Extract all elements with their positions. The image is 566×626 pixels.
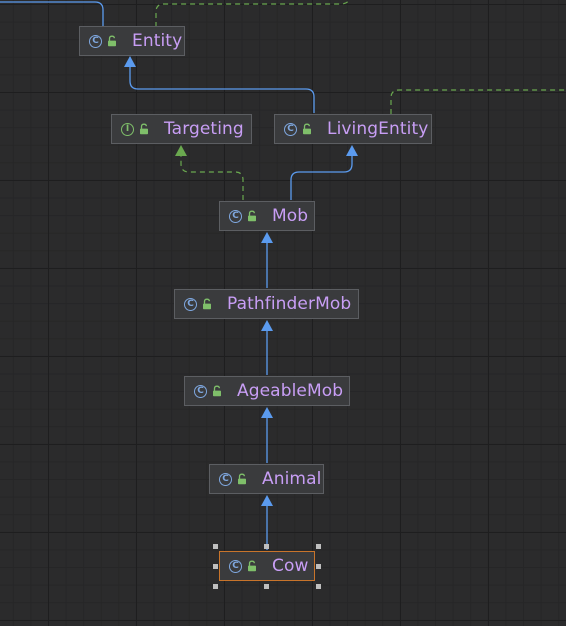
- arrowhead-pathfinder-mob: [261, 320, 273, 331]
- interface-node-targeting[interactable]: I Targeting: [111, 114, 252, 144]
- public-lock-icon: [213, 385, 221, 397]
- public-lock-icon: [238, 473, 246, 485]
- node-label: Targeting: [164, 119, 244, 139]
- node-label: Mob: [272, 206, 309, 226]
- class-icon: C: [184, 297, 197, 311]
- edge-living-entity-to-offscreen-interface: [390, 89, 566, 114]
- edge-mob-implements-targeting: [180, 156, 244, 200]
- arrowhead-ageable-mob: [261, 407, 273, 418]
- resize-handle-bottom-center[interactable]: [264, 584, 269, 589]
- arrowhead-entity: [124, 56, 136, 67]
- class-icon: C: [229, 559, 242, 573]
- public-lock-icon: [303, 123, 311, 135]
- arrowhead-targeting: [175, 145, 187, 156]
- class-node-mob[interactable]: C Mob: [219, 201, 315, 231]
- class-node-entity[interactable]: C Entity: [79, 26, 185, 56]
- public-lock-icon: [248, 210, 256, 222]
- resize-handle-bottom-left[interactable]: [213, 584, 218, 589]
- arrowhead-animal: [261, 495, 273, 506]
- resize-handle-middle-right[interactable]: [316, 564, 321, 569]
- public-lock-icon: [203, 298, 211, 310]
- edge-entity-to-offscreen: [0, 1, 104, 27]
- class-icon: C: [89, 34, 102, 48]
- node-label: PathfinderMob: [227, 294, 352, 314]
- resize-handle-top-center[interactable]: [264, 544, 269, 549]
- class-node-ageable-mob[interactable]: C AgeableMob: [184, 376, 350, 406]
- edge-entity-to-offscreen-interface: [155, 0, 350, 27]
- node-label: LivingEntity: [327, 119, 429, 139]
- node-label: Animal: [262, 469, 322, 489]
- class-icon: C: [219, 472, 232, 486]
- resize-handle-top-left[interactable]: [213, 544, 218, 549]
- resize-handle-top-right[interactable]: [316, 544, 321, 549]
- node-label: Entity: [132, 31, 183, 51]
- resize-handle-bottom-right[interactable]: [316, 584, 321, 589]
- edge-living-entity-extends-entity: [129, 57, 315, 113]
- interface-icon: I: [121, 122, 134, 136]
- class-icon: C: [284, 122, 297, 136]
- edge-mob-extends-living-entity: [290, 156, 353, 200]
- arrowhead-living-entity: [346, 145, 358, 156]
- public-lock-icon: [108, 35, 116, 47]
- node-label: AgeableMob: [237, 381, 344, 401]
- class-node-pathfinder-mob[interactable]: C PathfinderMob: [174, 289, 359, 319]
- class-icon: C: [229, 209, 242, 223]
- public-lock-icon: [140, 123, 148, 135]
- public-lock-icon: [248, 560, 256, 572]
- class-node-living-entity[interactable]: C LivingEntity: [274, 114, 432, 144]
- node-label: Cow: [272, 556, 309, 576]
- class-icon: C: [194, 384, 207, 398]
- class-node-cow[interactable]: C Cow: [219, 551, 315, 581]
- arrowhead-mob: [261, 232, 273, 243]
- resize-handle-middle-left[interactable]: [213, 564, 218, 569]
- class-node-animal[interactable]: C Animal: [209, 464, 324, 494]
